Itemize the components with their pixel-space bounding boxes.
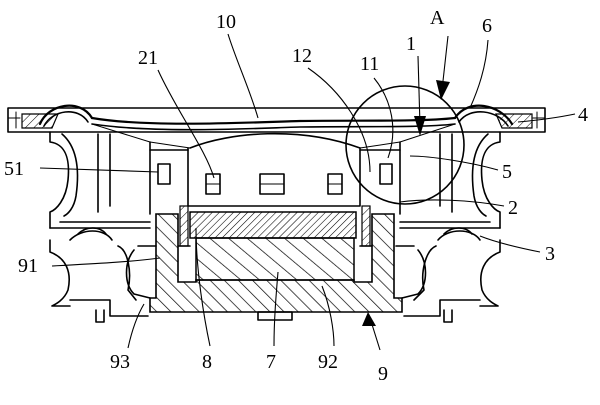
label-21: 21 bbox=[138, 47, 158, 69]
label-3: 3 bbox=[545, 243, 555, 265]
label-8: 8 bbox=[202, 351, 212, 373]
label-51: 51 bbox=[4, 158, 24, 180]
voice-coil-former bbox=[149, 141, 401, 215]
magnet bbox=[195, 237, 355, 281]
label-4: 4 bbox=[578, 104, 588, 126]
label-12: 12 bbox=[292, 45, 312, 67]
label-1: 1 bbox=[406, 33, 416, 55]
label-91: 91 bbox=[18, 255, 38, 277]
label-9: 9 bbox=[378, 363, 388, 385]
diaphragm bbox=[90, 116, 457, 149]
yoke-side-rim bbox=[125, 245, 427, 299]
leader-lines bbox=[39, 33, 576, 349]
lower-frame bbox=[49, 239, 501, 323]
former-windows bbox=[205, 173, 343, 195]
label-A: A bbox=[430, 7, 445, 29]
basket-left bbox=[49, 131, 151, 229]
yoke bbox=[149, 213, 403, 313]
label-5: 5 bbox=[502, 161, 512, 183]
top-plate bbox=[189, 211, 357, 239]
label-7: 7 bbox=[266, 351, 276, 373]
label-93: 93 bbox=[110, 351, 130, 373]
label-11: 11 bbox=[360, 53, 379, 75]
lower-surround-right bbox=[437, 227, 481, 241]
rim-edge-right bbox=[495, 113, 533, 129]
surround-left bbox=[38, 104, 94, 127]
label-10: 10 bbox=[216, 11, 236, 33]
label-2: 2 bbox=[508, 197, 518, 219]
basket-right bbox=[399, 131, 501, 229]
surround-right bbox=[453, 104, 514, 127]
label-6: 6 bbox=[482, 15, 492, 37]
label-92: 92 bbox=[318, 351, 338, 373]
reference-labels: A 10 6 21 12 11 1 4 51 5 2 91 3 93 8 7 9… bbox=[4, 7, 588, 385]
detail-callout-circle bbox=[345, 85, 465, 205]
suspension-pads bbox=[157, 163, 393, 185]
lower-surround-left bbox=[69, 227, 113, 241]
arrow-9 bbox=[362, 312, 381, 351]
arrow-1 bbox=[414, 55, 426, 136]
arrow-A bbox=[436, 35, 450, 100]
